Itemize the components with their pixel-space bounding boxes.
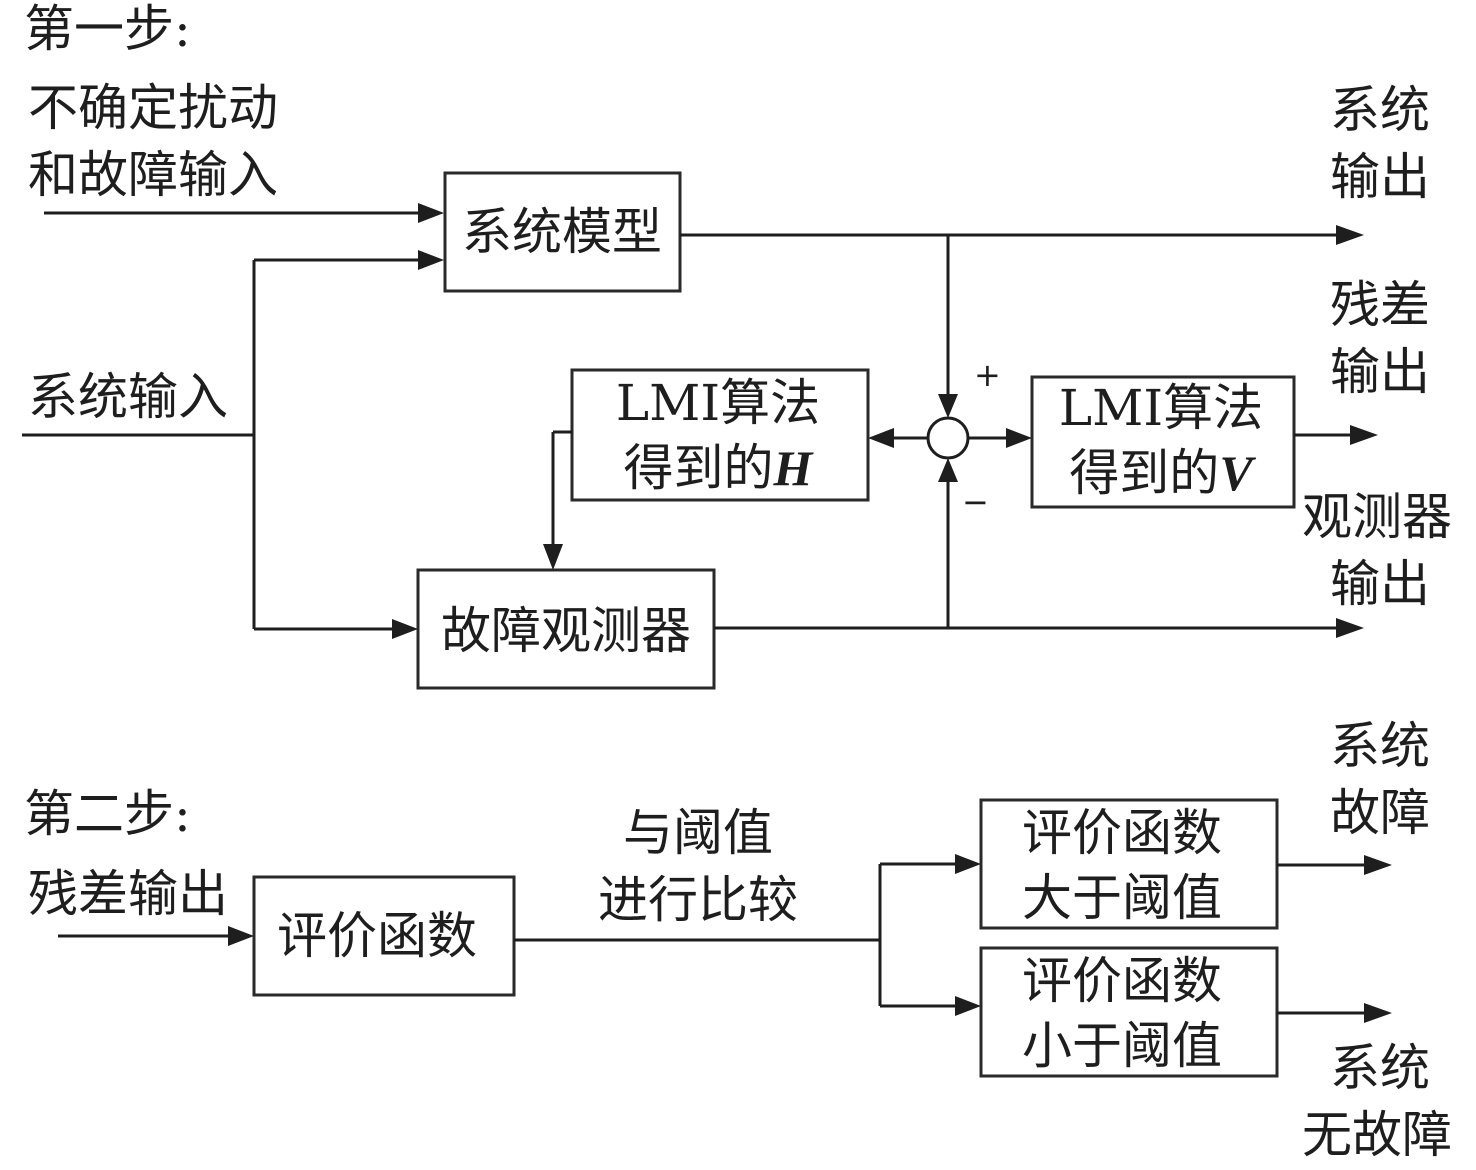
greater-label-line1: 评价函数: [1022, 804, 1222, 862]
greater-than-threshold-block: 评价函数 大于阈值: [979, 798, 1279, 930]
lmi-h-line2: 得到的H: [624, 439, 815, 497]
residual-output-label-line1: 残差: [1330, 276, 1430, 334]
step2-connectors: [58, 854, 1392, 1023]
disturbance-label-line1: 不确定扰动: [28, 79, 278, 137]
no-fault-output-label-line2: 无故障: [1302, 1106, 1452, 1164]
compare-label-line2: 进行比较: [598, 871, 798, 929]
observer-output-label-line1: 观测器: [1302, 488, 1452, 546]
disturbance-label-line2: 和故障输入: [28, 146, 278, 204]
evaluation-function-block: 评价函数: [252, 875, 516, 997]
no-fault-output-label-line1: 系统: [1330, 1039, 1430, 1097]
lmi-v-line1: LMI算法: [1059, 379, 1263, 437]
system-output-label-line1: 系统: [1330, 81, 1430, 139]
less-label-line1: 评价函数: [1022, 952, 1222, 1010]
step1-connectors: [22, 203, 1378, 639]
less-label-line2: 小于阈值: [1022, 1017, 1222, 1075]
compare-label-line1: 与阈值: [623, 804, 773, 862]
lmi-h-block: LMI算法 得到的H: [570, 368, 870, 502]
residual-input-label: 残差输出: [28, 865, 228, 923]
system-output-label-line2: 输出: [1330, 148, 1430, 206]
v-matrix-symbol: V: [1219, 445, 1256, 501]
minus-sign: −: [962, 483, 989, 521]
residual-output-label-line2: 输出: [1330, 343, 1430, 401]
greater-label-line2: 大于阈值: [1022, 869, 1222, 927]
observer-output-label-line2: 输出: [1330, 555, 1430, 613]
system-input-label: 系统输入: [28, 368, 228, 426]
summing-junction: [926, 416, 970, 460]
plus-sign: +: [974, 356, 1001, 394]
fault-output-label-line1: 系统: [1330, 717, 1430, 775]
lmi-v-block: LMI算法 得到的V: [1030, 375, 1296, 509]
step1-title: 第一步:: [24, 0, 191, 58]
lmi-v-line2: 得到的V: [1069, 444, 1256, 502]
evaluation-function-label: 评价函数: [277, 907, 477, 965]
system-model-block: 系统模型: [443, 171, 682, 293]
system-model-label: 系统模型: [462, 203, 662, 261]
less-than-threshold-block: 评价函数 小于阈值: [979, 946, 1279, 1078]
fault-observer-block: 故障观测器: [416, 568, 716, 690]
fault-output-label-line2: 故障: [1330, 784, 1430, 842]
fault-observer-label: 故障观测器: [441, 602, 691, 660]
h-matrix-symbol: H: [773, 440, 815, 496]
step2-title: 第二步:: [24, 785, 191, 843]
lmi-h-line1: LMI算法: [616, 374, 820, 432]
